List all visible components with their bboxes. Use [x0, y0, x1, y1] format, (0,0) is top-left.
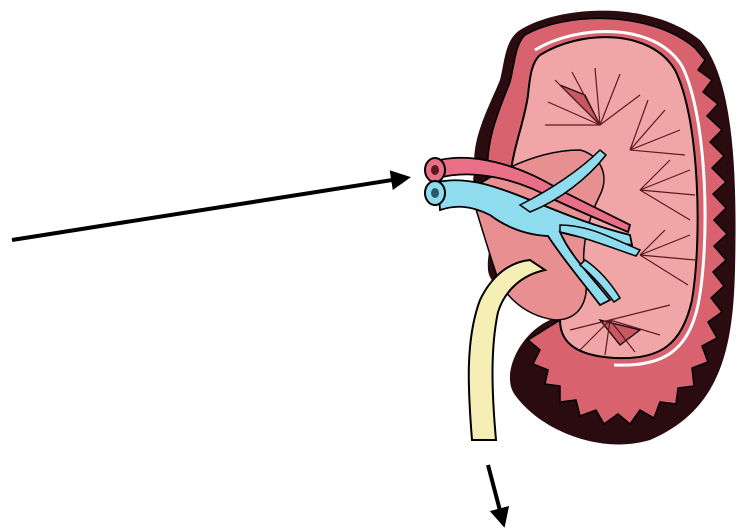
arrow-to-renal-artery	[12, 178, 405, 240]
arrow-from-ureter	[488, 465, 503, 522]
